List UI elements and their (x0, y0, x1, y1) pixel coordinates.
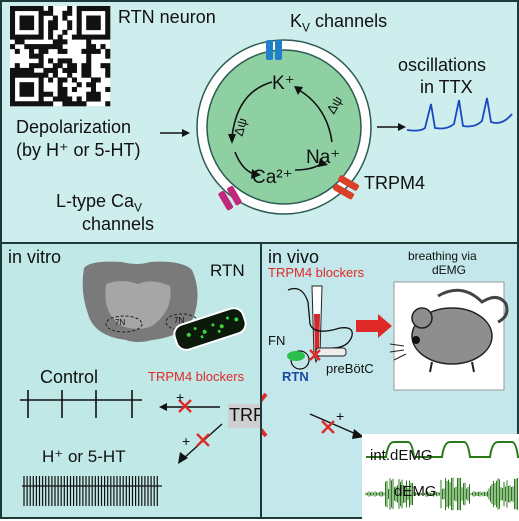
rtn-label: RTN (282, 369, 309, 384)
rtn-neuron-diagram (10, 6, 513, 215)
kv-channels-prefix: K (290, 11, 303, 31)
in-vivo-panel: in vivo TRPM4 blockers breathing via dEM… (260, 242, 519, 521)
ion-cycle-arrowheads (228, 86, 328, 179)
ion-na-label: Na⁺ (306, 147, 341, 168)
fn-label: FN (268, 333, 286, 348)
breathing-label-line2: dEMG (432, 263, 467, 277)
control-trace (20, 390, 142, 418)
trpm4-big-block-cross (262, 392, 268, 438)
ltype-label-subscript: V (134, 200, 143, 215)
rtn-neuron-title: RTN neuron (118, 7, 216, 27)
depolarization-arrow (160, 129, 190, 137)
oscillations-label-line2: in TTX (420, 77, 473, 97)
rtn-neuron-panel: RTN neuron KV channels oscillations in T… (0, 0, 519, 244)
in-vivo-blockers-label: TRPM4 blockers (268, 265, 365, 280)
kv-channels-label: KV channels (290, 11, 388, 35)
in-vivo-blocker-cross (309, 349, 321, 361)
slice-rtn-label: RTN (210, 261, 245, 280)
in-vitro-label: in vitro (8, 247, 62, 267)
demg-label: dEMG (394, 483, 437, 500)
rtn-fluorescence-inset (173, 307, 247, 351)
qr-code-icon (10, 6, 111, 107)
slice-7n-right-label: 7N (174, 316, 185, 325)
emg-plus-sign: + (336, 408, 345, 424)
in-vivo-diagram (262, 281, 519, 521)
kv-channels-suffix: channels (310, 11, 388, 31)
rtn-region-marker (287, 351, 305, 361)
demg-trace (365, 477, 518, 511)
kv-channels-subscript: V (302, 20, 311, 35)
trpm4-channel-icon (332, 175, 360, 200)
oscillations-label-line1: oscillations (398, 55, 487, 75)
blocker-cross-small-1 (178, 399, 192, 413)
int-demg-trace (366, 441, 519, 458)
to-control-arrow (159, 403, 220, 411)
trpm4-box (228, 404, 264, 428)
ltype-label-line1: L-type CaV (56, 191, 143, 215)
brainstem-outline (287, 287, 353, 349)
ion-k-label: K⁺ (272, 73, 295, 94)
h-plus-label: H⁺ or 5-HT (42, 447, 126, 466)
to-mouse-arrow (356, 314, 392, 338)
kv-channel-icon (266, 40, 282, 60)
in-vitro-blockers-label: TRPM4 blockers (148, 369, 245, 384)
depolarization-label-line1: Depolarization (16, 117, 132, 137)
slice-7n-left-label: 7N (115, 318, 126, 327)
depolarization-label-line2: (by H⁺ or 5-HT) (16, 140, 141, 160)
h-plus-burst-trace (22, 476, 162, 506)
ltype-ca-channel-icon (218, 185, 242, 211)
h-plus-sign: + (182, 433, 191, 449)
in-vitro-panel: in vitro RTN 7N 7N Control TRPM4 blocker… (0, 242, 290, 519)
to-emg-arrow (309, 413, 364, 439)
blocker-cross-small-2 (196, 433, 210, 447)
prebotc-region-marker (315, 347, 347, 357)
trpm4-channel-label: TRPM4 (364, 173, 426, 193)
mouse-icon (389, 288, 509, 373)
prebotc-label: preBötC (326, 361, 374, 376)
emg-blocker-cross (321, 420, 335, 434)
control-label: Control (40, 367, 99, 387)
in-vivo-label: in vivo (268, 247, 320, 267)
ltype-label-line2: channels (82, 214, 155, 234)
control-plus-sign: + (176, 389, 185, 405)
ion-ca-label: Ca²⁺ (252, 167, 293, 188)
breathing-label-line1: breathing via (408, 249, 477, 263)
ltype-label-prefix: L-type Ca (56, 191, 135, 211)
in-vitro-diagram (20, 261, 264, 506)
brain-slice-image (82, 261, 199, 342)
ttx-oscillation-trace (406, 97, 513, 132)
int-demg-label: int.dEMG (370, 447, 433, 464)
ttx-arrow (377, 123, 406, 131)
